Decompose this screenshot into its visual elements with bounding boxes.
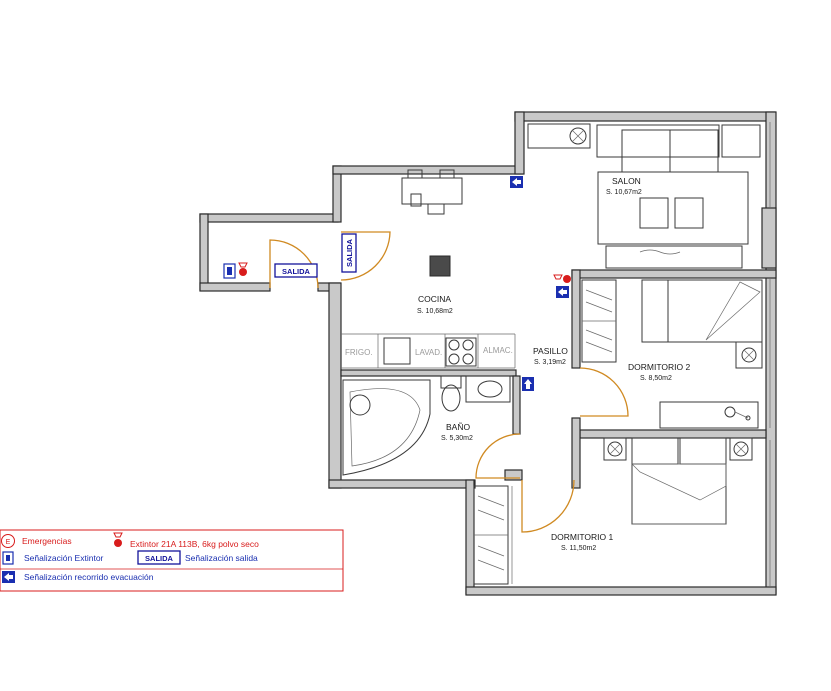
salida-sign-text-h: SALIDA [282,267,311,276]
legend-sen-extintor: Señalización Extintor [24,553,104,563]
legend-recorrido: Señalización recorrido evacuación [24,572,154,582]
salida-sign-horizontal [274,263,318,278]
safety-signs: SALIDA SALIDA [223,176,571,391]
room-area-dormitorio1: S. 11,50m2 [561,545,596,552]
furniture [342,123,763,585]
room-name-pasillo: PASILLO [533,346,568,356]
legend: E Emergencias Extintor 21A 113B, 6kg pol… [0,529,344,592]
evacuation-arrow-icon [510,176,523,188]
room-name-cocina: COCINA [418,294,451,304]
salida-sign-text-v: SALIDA [345,238,354,267]
room-name-dormitorio1: DORMITORIO 1 [551,532,613,542]
evacuation-arrow-up-icon [522,377,534,391]
room-area-pasillo: S. 3,19m2 [534,359,566,366]
emergency-symbol: E [6,539,11,546]
room-area-salon: S. 10,67m2 [606,189,642,196]
evacuation-arrow-icon-2 [556,286,569,298]
appliance-frigo: FRIGO. [345,348,373,357]
legend-evacuation-arrow-icon [2,571,15,583]
room-name-salon: SALON [612,176,641,186]
emergency-symbol-icon [1,534,15,548]
legend-salida-box-text: SALIDA [145,554,174,563]
legend-extintor-icon [113,532,123,547]
walls [199,111,777,596]
room-name-bano: BAÑO [446,422,470,432]
room-labels: SALON S. 10,67m2 COCINA S. 10,68m2 PASIL… [345,176,690,552]
extintor-icon [238,262,248,276]
room-area-bano: S. 5,30m2 [441,435,473,442]
room-area-dormitorio2: S. 8,50m2 [640,375,672,382]
legend-extintor: Extintor 21A 113B, 6kg polvo seco [130,539,259,549]
legend-sen-salida: Señalización salida [185,553,258,563]
room-area-cocina: S. 10,68m2 [417,308,453,315]
extintor-icon-pasillo [553,274,571,283]
appliance-almac: ALMAC. [483,346,513,355]
legend-emergencias: Emergencias [22,536,72,546]
legend-salida-box [137,550,181,565]
room-name-dormitorio2: DORMITORIO 2 [628,362,690,372]
salida-sign-vertical [341,233,357,273]
appliance-lavad: LAVAD. [415,348,442,357]
doors [269,231,629,533]
